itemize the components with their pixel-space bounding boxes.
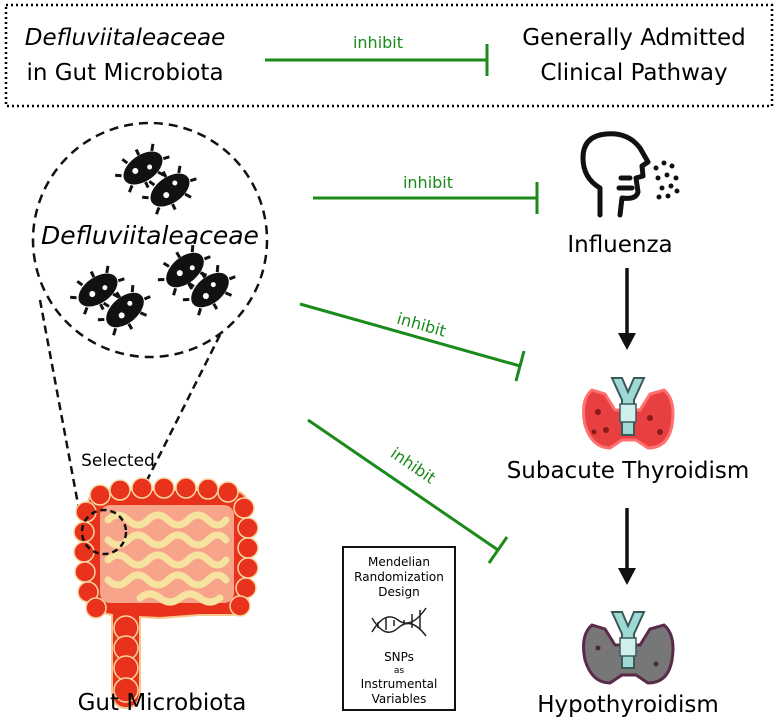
zoom-line-left bbox=[38, 299, 82, 516]
legend-right-line2: Clinical Pathway bbox=[540, 60, 727, 86]
hypothyroid-icon bbox=[582, 611, 675, 685]
subacute-label: Subacute Thyroidism bbox=[507, 458, 750, 484]
legend-left-line2: in Gut Microbiota bbox=[26, 60, 223, 86]
bacteria-icon bbox=[70, 143, 236, 336]
mr-design-box: Mendelian Randomization Design SNPs as I… bbox=[342, 546, 456, 711]
selected-circle bbox=[80, 508, 128, 556]
mr-line4: SNPs bbox=[384, 650, 414, 664]
subacute-thyroid-icon bbox=[582, 377, 675, 450]
influenza-icon bbox=[580, 131, 680, 218]
inhibit-arrow-influenza: inhibit bbox=[313, 173, 539, 214]
legend-right-line1: Generally Admitted bbox=[522, 25, 745, 51]
legend-left-line1: Defluviitaleaceae bbox=[25, 25, 225, 51]
inhibit-arrow-hypothyroidism: inhibit bbox=[307, 418, 509, 564]
circle-label: Defluviitaleaceae bbox=[41, 221, 259, 250]
legend-box: Defluviitaleaceae in Gut Microbiota inhi… bbox=[4, 3, 774, 108]
inhibit-label-influenza: inhibit bbox=[403, 173, 453, 192]
dna-icon bbox=[371, 607, 427, 637]
gut-icon bbox=[73, 477, 259, 710]
mr-line5: as bbox=[394, 666, 405, 676]
mr-line2: Randomization bbox=[354, 570, 444, 584]
arrow-subacute-to-hypothyroidism bbox=[618, 508, 636, 585]
bacteria-circle: Defluviitaleaceae bbox=[31, 121, 269, 359]
selected-label: Selected bbox=[81, 451, 155, 471]
mr-line7: Variables bbox=[372, 692, 427, 706]
gut-label: Gut Microbiota bbox=[78, 690, 247, 716]
mr-line1: Mendelian bbox=[368, 555, 430, 569]
inhibit-arrow-subacute: inhibit bbox=[299, 302, 526, 382]
mr-line3: Design bbox=[378, 585, 419, 599]
influenza-label: Influenza bbox=[567, 232, 672, 258]
mr-line6: Instrumental bbox=[361, 677, 438, 691]
legend-inhibit-label: inhibit bbox=[353, 33, 403, 52]
inhibit-label-subacute: inhibit bbox=[395, 309, 448, 341]
hypothyroidism-label: Hypothyroidism bbox=[537, 692, 719, 718]
arrow-influenza-to-subacute bbox=[618, 268, 636, 350]
